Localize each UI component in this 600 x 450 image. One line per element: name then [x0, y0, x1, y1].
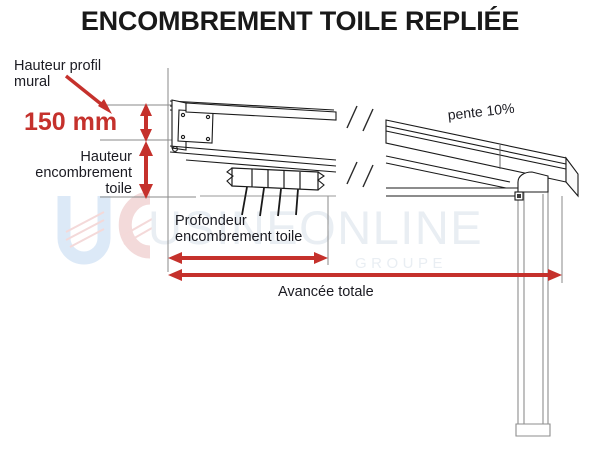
dimension-avancee-totale [168, 269, 562, 281]
folded-fabric [226, 167, 325, 217]
page-title: ENCOMBREMENT TOILE REPLIÉE [80, 6, 520, 36]
dimension-profondeur-encombrement-toile [168, 252, 328, 264]
dimension-hauteur-encombrement-toile [139, 141, 153, 199]
wall-bracket-assembly [169, 99, 337, 167]
break-line-marks [346, 105, 374, 188]
label-profondeur-encombrement-toile: Profondeur encombrement toile [175, 213, 303, 246]
guide-rails [185, 159, 520, 197]
awning-front-profile [385, 119, 579, 198]
extension-lines [100, 68, 563, 283]
support-post [514, 171, 551, 437]
watermark-logo-icon [57, 191, 153, 265]
dimension-value-150mm: 150 mm [24, 108, 118, 136]
label-hauteur-profil-mural: Hauteur profil mural [14, 58, 102, 91]
label-hauteur-encombrement-toile: Hauteur encombrement toile [35, 149, 132, 198]
label-avancee-totale: Avancée totale [278, 284, 374, 300]
leader-arrow-hauteur-profil-mural [64, 74, 112, 114]
dimension-hauteur-profil-mural [140, 103, 152, 142]
watermark-name: USINEONLINE [148, 201, 483, 254]
watermark-subtitle: GROUPE [355, 255, 447, 272]
